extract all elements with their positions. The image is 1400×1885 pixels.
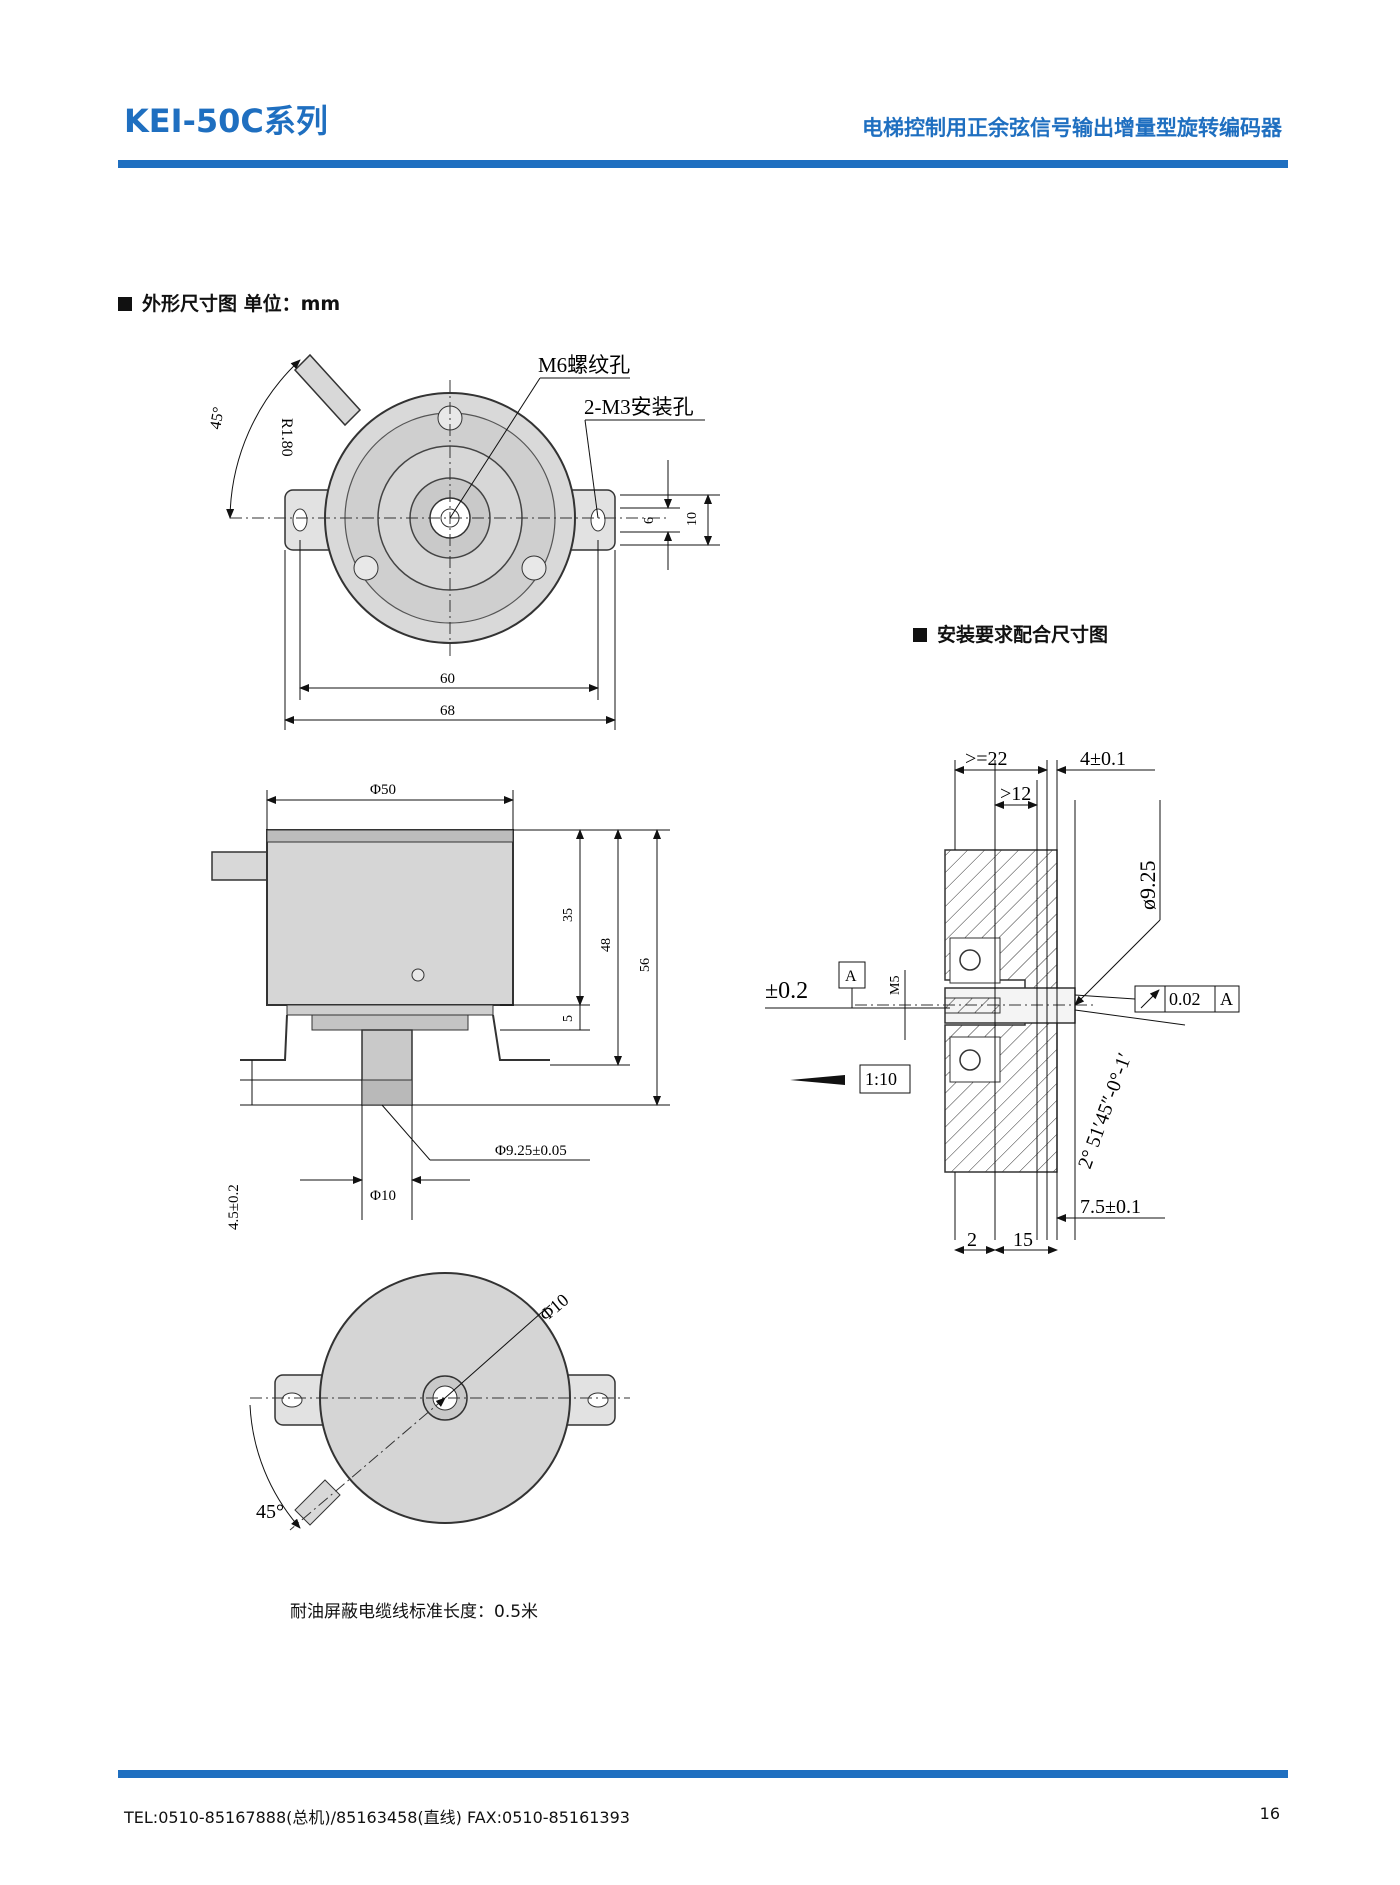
- runout-value: 0.02: [1169, 989, 1201, 1009]
- dim-75: 7.5±0.1: [1080, 1196, 1141, 1218]
- label-m6: M6螺纹孔: [538, 353, 630, 377]
- runout-datum: A: [1220, 989, 1233, 1009]
- dim-6: 6: [642, 517, 657, 524]
- dim-15: 15: [1013, 1229, 1033, 1251]
- radius-label: R1.80: [278, 418, 295, 457]
- page-number: 16: [1259, 1804, 1280, 1823]
- section-outline-heading: 外形尺寸图 单位：mm: [118, 289, 340, 316]
- taper-ratio: 1:10: [865, 1069, 897, 1089]
- series-title: KEI-50C系列: [124, 102, 328, 140]
- dim-48: 48: [599, 938, 614, 952]
- dim-35: 35: [561, 908, 576, 922]
- top-view-drawing: M6螺纹孔 2-M3安装孔 45° R1.80 6 10 60 68: [207, 353, 720, 730]
- cable-note: 耐油屏蔽电缆线标准长度：0.5米: [290, 1602, 539, 1622]
- section-install-heading: 安装要求配合尺寸图: [913, 620, 1108, 647]
- header-rule: [118, 160, 1288, 168]
- angle-45: 45°: [207, 406, 228, 431]
- dim-4: 4±0.1: [1080, 748, 1126, 770]
- document-subtitle: 电梯控制用正余弦信号输出增量型旋转编码器: [862, 116, 1282, 140]
- square-bullet-icon: [913, 628, 927, 642]
- dim-shaft-dia: Φ9.25±0.05: [495, 1143, 567, 1159]
- dim-dia-10: Φ10: [370, 1188, 396, 1204]
- install-drawing: >=22 4±0.1 >12 ø9.25 ±0.2 A M5 0.02 A 1:…: [765, 748, 1240, 1254]
- dim-56: 56: [638, 958, 653, 972]
- dim-dia-50: Φ50: [370, 782, 396, 798]
- dim-2: 2: [967, 1229, 977, 1251]
- thread-m5: M5: [888, 976, 903, 995]
- dim-5: 5: [561, 1015, 576, 1022]
- dim-dia-925: ø9.25: [1135, 861, 1160, 911]
- dim-10: 10: [685, 512, 700, 526]
- dim-shaft-len: 4.5±0.2: [226, 1184, 242, 1230]
- footer-contact: TEL:0510-85167888(总机)/85163458(直线) FAX:0…: [124, 1808, 630, 1827]
- angle-45-bottom: 45°: [256, 1501, 284, 1523]
- bottom-view-drawing: Φ10 45°: [249, 1272, 630, 1531]
- label-m3: 2-M3安装孔: [584, 395, 694, 419]
- dim-68: 68: [440, 703, 455, 719]
- datum-a: A: [845, 968, 857, 985]
- dim-gt12: >12: [1000, 783, 1031, 805]
- square-bullet-icon: [118, 297, 132, 311]
- dim-ge22: >=22: [965, 748, 1008, 770]
- footer-rule: [118, 1770, 1288, 1778]
- dim-60: 60: [440, 671, 455, 687]
- tol-02: ±0.2: [765, 978, 808, 1004]
- angle-text: 2° 51′45″-0°-1′: [1074, 1050, 1136, 1172]
- side-view-drawing: Φ50 35 48 56 5 Φ9.25±0.05 Φ10 4.5±0.2: [211, 782, 670, 1230]
